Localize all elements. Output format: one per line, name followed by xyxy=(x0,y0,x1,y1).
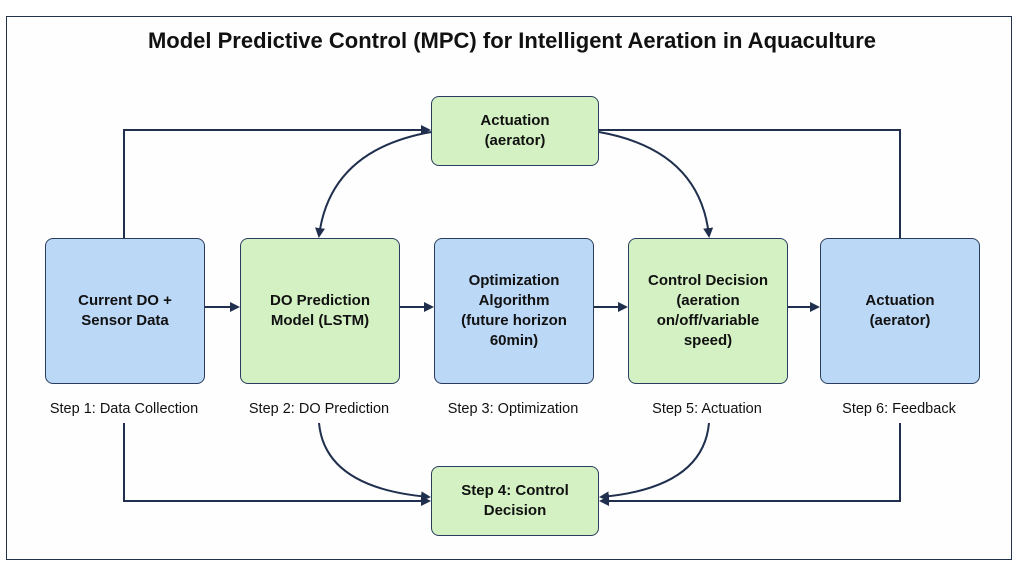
arrow-prediction-to-bottom xyxy=(318,422,431,502)
node-control-decision: Control Decision (aeration on/off/variab… xyxy=(628,238,788,384)
step-label-5: Step 5: Actuation xyxy=(652,401,762,417)
step-label-1: Step 1: Data Collection xyxy=(49,401,199,417)
step-label-2: Step 2: DO Prediction xyxy=(248,401,390,417)
arrow-data-to-bottom xyxy=(123,423,431,506)
step-label-3: Step 3: Optimization xyxy=(447,401,579,417)
node-current-do: Current DO + Sensor Data xyxy=(45,238,205,384)
arrow-top-to-decision xyxy=(598,131,714,238)
node-top-actuation: Actuation (aerator) xyxy=(431,96,599,166)
diagram-title: Model Predictive Control (MPC) for Intel… xyxy=(147,28,877,53)
arrow-data-to-top xyxy=(123,125,431,238)
step-label-6: Step 6: Feedback xyxy=(842,401,956,417)
node-do-prediction: DO Prediction Model (LSTM) xyxy=(240,238,400,384)
node-actuation: Actuation (aerator) xyxy=(820,238,980,384)
arrow-top-to-prediction xyxy=(315,131,432,238)
arrow-feedback-to-bottom xyxy=(599,423,901,506)
node-optimization: Optimization Algorithm (future horizon 6… xyxy=(434,238,594,384)
arrow-top-to-feedback xyxy=(599,129,901,238)
node-bottom-control-decision: Step 4: Control Decision xyxy=(431,466,599,536)
arrow-actuation-to-bottom xyxy=(599,422,710,502)
